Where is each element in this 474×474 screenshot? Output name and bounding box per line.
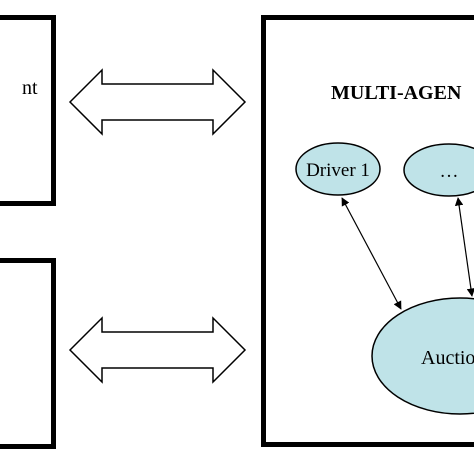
left-top-box bbox=[0, 15, 56, 206]
multi-agent-title: MULTI-AGEN bbox=[331, 82, 462, 104]
ellipsis-auction-connector bbox=[454, 197, 474, 297]
bottom-double-arrow bbox=[68, 316, 247, 384]
left-bottom-box bbox=[0, 258, 56, 449]
auction-node bbox=[371, 297, 474, 415]
driver-1-node bbox=[295, 142, 381, 196]
driver-1-label: Driver 1 bbox=[306, 160, 370, 181]
left-top-box-label: nt bbox=[22, 77, 38, 99]
driver-auction-connector bbox=[341, 197, 402, 310]
top-double-arrow bbox=[68, 68, 247, 136]
ellipsis-node bbox=[403, 143, 474, 197]
ellipsis-label: … bbox=[440, 161, 459, 182]
auction-label: Auctio bbox=[421, 347, 474, 369]
